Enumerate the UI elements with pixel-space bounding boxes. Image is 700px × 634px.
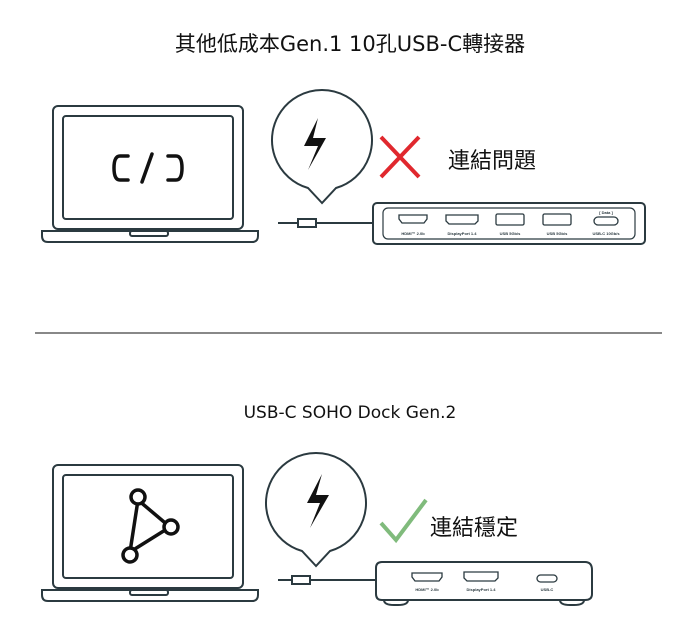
cable-bottom (278, 575, 376, 585)
cable-top (278, 218, 374, 228)
section-title-top: 其他低成本Gen.1 10孔USB-C轉接器 (174, 32, 526, 56)
x-mark-icon (379, 135, 421, 179)
hub-top (372, 202, 646, 245)
port-label: HDMI™ 2.0b (401, 231, 425, 236)
port-label: USB 5Gb/s (500, 231, 521, 236)
network-link-icon (121, 488, 180, 564)
port-label: USB-C (541, 587, 554, 592)
dock-bottom (375, 561, 593, 606)
port-label: USB 5Gb/s (547, 231, 568, 236)
port-label: USB-C 10Gb/s (592, 231, 620, 236)
lightning-icon (304, 118, 326, 170)
section-title-bottom: USB-C SOHO Dock Gen.2 (243, 403, 457, 423)
laptop-top (41, 105, 259, 243)
lightning-icon (307, 474, 329, 528)
usbc-tag: [ Data ] (599, 210, 613, 215)
status-text-top: 連結問題 (448, 149, 537, 174)
broken-link-icon (112, 152, 184, 184)
power-bubble-bottom (265, 452, 367, 568)
port-label: DisplayPort 1.4 (467, 587, 497, 592)
check-mark-icon (379, 498, 428, 544)
laptop-bottom (41, 464, 259, 602)
port-label: HDMI™ 2.0b (415, 587, 439, 592)
power-bubble-top (271, 89, 373, 205)
port-label: DisplayPort 1.4 (448, 231, 478, 236)
status-text-bottom: 連結穩定 (430, 516, 519, 541)
